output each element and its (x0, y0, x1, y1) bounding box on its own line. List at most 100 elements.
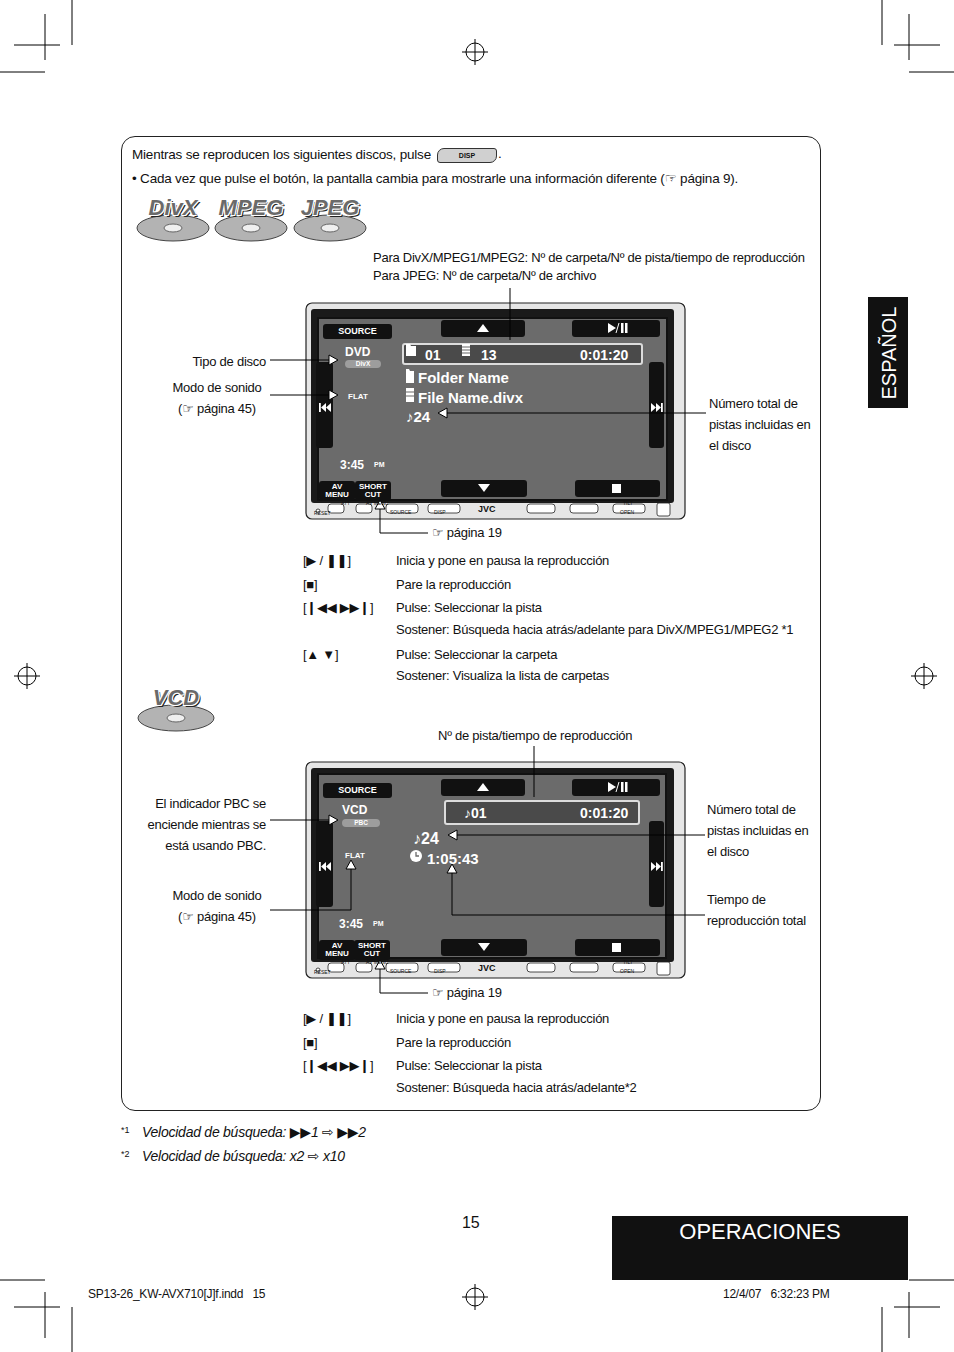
label-text: [■] (303, 577, 317, 593)
disc-hole (242, 224, 260, 232)
node-text: 3:45 (339, 917, 363, 931)
screen-button: SHORT CUT (355, 481, 391, 501)
label-text: 15 (462, 1213, 479, 1233)
disc-badge: PBC (342, 819, 380, 827)
label-text: Pulse: Seleccionar la pista (396, 600, 542, 616)
label-text: Inicia y pone en pausa la reproducción (396, 553, 609, 569)
label-text: Nº de pista/tiempo de reproducción (438, 728, 632, 744)
label-text: Sostener: Visualiza la lista de carpetas (396, 668, 609, 684)
screen-display: DVD FLAT Folder NameFile Name.divx♪24 3:45 P… (317, 317, 668, 501)
section-band: OPERACIONES (612, 1216, 908, 1280)
node-text: 3:45 (340, 458, 364, 472)
label-text: El indicador PBC se enciende mientras se… (136, 793, 266, 856)
panel-text: OPEN (620, 509, 634, 515)
node-text: SOURCE (338, 327, 377, 336)
label-text: [▲ ▼] (303, 647, 338, 663)
node-text: File Name.divx (418, 389, 523, 407)
screen-button: SOURCE (323, 324, 392, 339)
node-text: FLAT (348, 392, 368, 402)
disc-icon: MPEG (214, 197, 288, 243)
node-text: Folder Name (418, 369, 509, 387)
label-text: Modo de sonido (☞ página 45) (166, 885, 268, 927)
label-text: Modo de sonido (☞ página 45) (166, 377, 268, 419)
label-text: Sostener: Búsqueda hacia atrás/adelante*… (396, 1080, 637, 1096)
node-text: ♪24 (413, 829, 439, 848)
node-text: DVD (345, 345, 370, 359)
info-bar: 01130:01:20 (402, 343, 643, 365)
panel-text: ATT (341, 959, 350, 965)
label-text: . (498, 146, 502, 163)
node-text: DivX (356, 361, 370, 368)
node-text: SOURCE (338, 786, 377, 795)
label-text: Para DivX/MPEG1/MPEG2: Nº de carpeta/Nº … (373, 247, 823, 268)
node-text: 1:05:43 (427, 850, 479, 868)
node-text: SHORT CUT (355, 483, 391, 499)
panel-text: RESET (314, 969, 331, 975)
node-text: MPEG (214, 197, 288, 219)
unit-bezel (306, 303, 685, 519)
label-text: 12/4/07 6:32:23 PM (723, 1287, 829, 1302)
panel-text: TILT (623, 959, 633, 965)
label-text: *2 (121, 1149, 130, 1160)
label-text: Pulse: Seleccionar la pista (396, 1058, 542, 1074)
node-text: PM (373, 920, 384, 928)
node-text: ♪01 (464, 805, 487, 822)
panel-text: JVC (478, 504, 496, 515)
node-text: JPEG (293, 197, 367, 219)
label-text: SP13-26_KW-AVX710[J]f.indd 15 (88, 1287, 265, 1302)
label-text: Tipo de disco (160, 351, 266, 372)
label-text: Inicia y pone en pausa la reproducción (396, 1011, 609, 1027)
label-text: Velocidad de búsqueda: x2 ⇨ x10 (142, 1148, 345, 1166)
node-text: 0:01:20 (580, 805, 628, 822)
label-text: ☞ página 19 (432, 985, 502, 1001)
label-text: Número total de pistas incluidas en el d… (707, 799, 819, 862)
panel-text: DISP (434, 509, 446, 515)
disp-button: DISP (437, 148, 497, 163)
label-text: [■] (303, 1035, 317, 1051)
node-text: SHORT CUT (354, 942, 390, 958)
screen-button: SOURCE (323, 783, 392, 798)
disc-hole (321, 224, 339, 232)
info-bar: ♪01 0:01:20 (444, 800, 640, 825)
disc-hole (164, 224, 182, 232)
panel-text: TILT (623, 500, 633, 506)
node-text: FLAT (345, 851, 365, 861)
panel-text: AV MENU (366, 959, 388, 965)
node-text: AV MENU (319, 483, 355, 499)
node-text: ESPAÑOL (878, 306, 898, 399)
label-text: Pare la reproducción (396, 1035, 511, 1051)
disc-icon: DivX (136, 197, 210, 243)
label-text: Número total de pistas incluidas en el d… (709, 393, 819, 456)
label-text: [❙◀◀ ▶▶❙] (303, 600, 373, 616)
node-text: PM (374, 461, 385, 469)
panel-text: SOURCE (390, 509, 411, 515)
screen-button: AV MENU (319, 481, 355, 501)
label-text: *1 (121, 1125, 130, 1136)
label-text: Pulse: Seleccionar la carpeta (396, 647, 557, 663)
node-text: ♪24 (406, 408, 430, 426)
callout-leaders (270, 288, 706, 993)
panel-text: DISP (434, 968, 446, 974)
node-text: 0:01:20 (580, 347, 628, 364)
node-text: 13 (481, 347, 497, 364)
node-text: OPERACIONES (679, 1218, 840, 1247)
node-text: DivX (136, 197, 210, 219)
label-text: Pare la reproducción (396, 577, 511, 593)
disc-icon: VCD (137, 687, 215, 733)
screen-button: SHORT CUT (354, 940, 390, 960)
node-text: AV MENU (319, 942, 355, 958)
disc-badge: DivX (345, 360, 381, 368)
screen-button: AV MENU (319, 940, 355, 960)
node-text: VCD (137, 687, 215, 709)
label-text: Para JPEG: Nº de carpeta/Nº de archivo (373, 268, 596, 284)
label-text: [▶ / ❚❚] (303, 553, 351, 569)
screen-display: VCDFLAT♪241:05:433:45PMSOURCEPBC♪010:01:… (317, 773, 667, 959)
label-text: Tiempo de reproducción total (707, 889, 819, 931)
node-text: DISP (459, 152, 475, 159)
panel-text: SOURCE (390, 968, 411, 974)
label-text: Sostener: Búsqueda hacia atrás/adelante … (396, 622, 793, 638)
panel-text: OPEN (620, 968, 634, 974)
disc-hole (167, 714, 185, 722)
